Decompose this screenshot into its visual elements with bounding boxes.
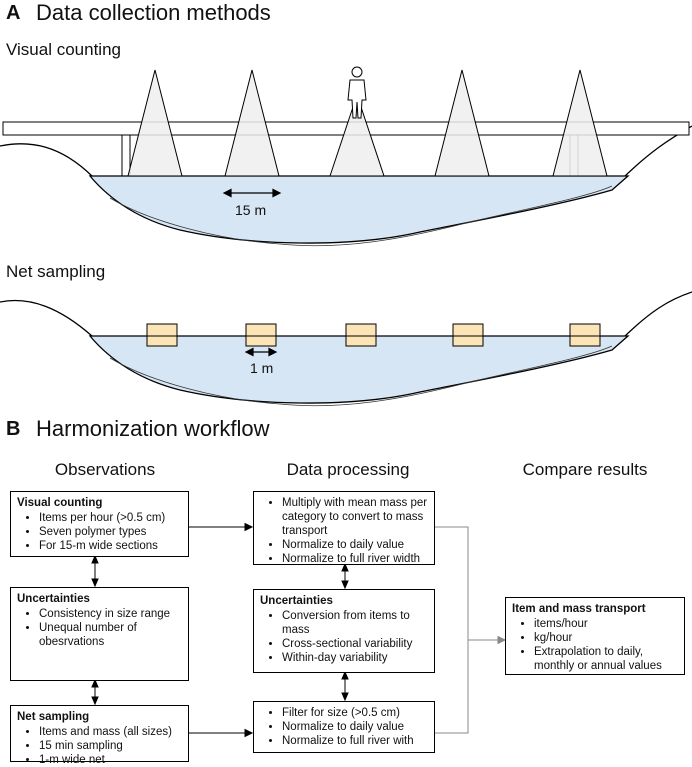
panel-a-title: Data collection methods	[36, 0, 271, 25]
list-item: Normalize to daily value	[282, 720, 428, 734]
sampling-net	[452, 323, 484, 347]
list-item: Unequal number of obesrvations	[39, 621, 182, 649]
sampling-net	[146, 323, 178, 347]
box-title: Item and mass transport	[512, 603, 646, 615]
box-list: Items per hour (>0.5 cm) Seven polymer t…	[17, 511, 182, 553]
box-list: Consistency in size range Unequal number…	[17, 607, 182, 649]
list-item: Cross-sectional variability	[282, 637, 428, 651]
observation-cone	[329, 93, 385, 177]
box-title: Uncertainties	[260, 595, 333, 607]
list-item: Filter for size (>0.5 cm)	[282, 706, 428, 720]
box-processing-net: Filter for size (>0.5 cm) Normalize to d…	[253, 701, 435, 753]
data-collection-illustration	[0, 66, 692, 407]
connector-processing-top-to-results	[434, 526, 500, 641]
list-item: kg/hour	[534, 631, 678, 645]
visual-counting-river	[0, 66, 692, 247]
list-item: 1-m wide net	[39, 753, 182, 767]
list-item: Items per hour (>0.5 cm)	[39, 511, 182, 525]
observation-cone	[224, 69, 280, 177]
sampling-net	[245, 323, 277, 347]
list-item: Seven polymer types	[39, 525, 182, 539]
box-list: Filter for size (>0.5 cm) Normalize to d…	[260, 706, 428, 748]
spacing-label-15m: 15 m	[235, 202, 267, 218]
river-water	[88, 335, 630, 404]
box-net-sampling: Net sampling Items and mass (all sizes) …	[10, 705, 189, 766]
list-item: Normalize to full river with	[282, 734, 428, 748]
box-title: Uncertainties	[17, 593, 90, 605]
sampling-net	[345, 323, 377, 347]
list-item: Multiply with mean mass per category to …	[282, 496, 428, 538]
box-title: Visual counting	[17, 497, 103, 509]
column-heading-observations: Observations	[54, 460, 156, 479]
net-sampling-river	[0, 291, 692, 407]
river-bank-left	[0, 143, 93, 177]
river-bed-line	[109, 345, 613, 407]
connector-processing-bottom-to-results	[434, 640, 469, 734]
river-bank-left	[0, 299, 93, 337]
river-bed-line	[109, 185, 613, 247]
box-item-and-mass-transport: Item and mass transport items/hour kg/ho…	[505, 597, 685, 675]
spacing-label-1m: 1 m	[250, 360, 274, 376]
column-heading-compare-results: Compare results	[522, 460, 648, 479]
panel-a-letter: A	[6, 2, 21, 24]
list-item: Normalize to daily value	[282, 538, 428, 552]
visual-counting-label: Visual counting	[6, 40, 121, 59]
sampling-net	[569, 323, 601, 347]
list-item: 15 min sampling	[39, 739, 182, 753]
box-list: Items and mass (all sizes) 15 min sampli…	[17, 725, 182, 767]
river-bank-right	[624, 291, 692, 337]
observation-cone	[434, 69, 490, 177]
spacing-arrow-1m	[244, 347, 278, 357]
box-processing-uncertainties: Uncertainties Conversion from items to m…	[253, 589, 435, 673]
box-list: Multiply with mean mass per category to …	[260, 496, 428, 566]
box-visual-counting: Visual counting Items per hour (>0.5 cm)…	[10, 491, 189, 557]
box-list: Conversion from items to mass Cross-sect…	[260, 609, 428, 665]
list-item: Consistency in size range	[39, 607, 182, 621]
column-heading-data-processing: Data processing	[286, 460, 410, 479]
box-list: items/hour kg/hour Extrapolation to dail…	[512, 617, 678, 673]
observation-cone	[552, 69, 608, 177]
list-item: Within-day variability	[282, 651, 428, 665]
list-item: Extrapolation to daily, monthly or annua…	[534, 645, 678, 673]
box-processing-visual: Multiply with mean mass per category to …	[253, 491, 435, 565]
spacing-arrow-15m	[222, 188, 282, 198]
list-item: For 15-m wide sections	[39, 539, 182, 553]
observation-cone	[127, 69, 183, 177]
box-title: Net sampling	[17, 711, 90, 723]
box-observation-uncertainties: Uncertainties Consistency in size range …	[10, 587, 189, 681]
panel-b-title: Harmonization workflow	[36, 416, 270, 441]
panel-b-letter: B	[6, 418, 21, 440]
net-sampling-label: Net sampling	[6, 262, 106, 281]
list-item: items/hour	[534, 617, 678, 631]
list-item: Items and mass (all sizes)	[39, 725, 182, 739]
observer-person-icon	[347, 66, 367, 119]
list-item: Normalize to full river width	[282, 552, 428, 566]
list-item: Conversion from items to mass	[282, 609, 428, 637]
